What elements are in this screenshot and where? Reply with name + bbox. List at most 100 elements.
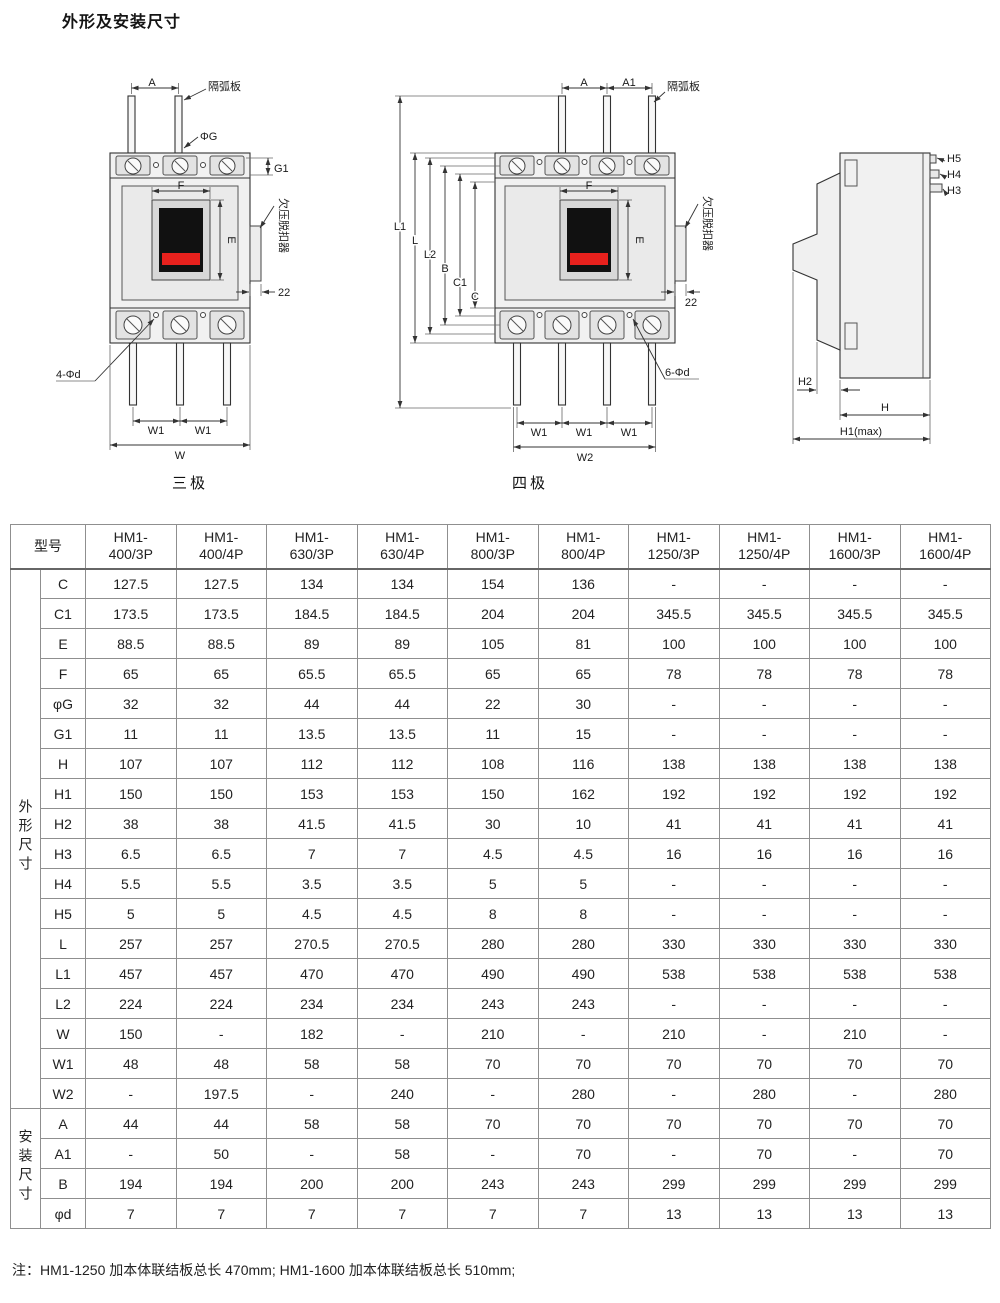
- dimension-value-cell: 134: [266, 568, 358, 599]
- dimension-value-cell: 457: [175, 958, 267, 989]
- dimension-value-cell: 153: [356, 778, 448, 809]
- dimension-value-cell: 194: [85, 1168, 177, 1199]
- dimension-value-cell: 15: [537, 718, 629, 749]
- dim-label-a1: A1: [622, 78, 635, 89]
- dim-label-a: A: [580, 78, 588, 89]
- mounting-holes-label: 4-Φd: [56, 369, 81, 381]
- dimension-value-cell: -: [356, 1018, 448, 1049]
- dimension-value-cell: 162: [537, 778, 629, 809]
- dimension-value-cell: 48: [175, 1048, 267, 1079]
- dimension-value-cell: 538: [899, 958, 991, 989]
- dimension-value-cell: 538: [809, 958, 901, 989]
- dimension-value-cell: -: [447, 1078, 539, 1109]
- dimension-value-cell: 192: [899, 778, 991, 809]
- dimension-value-cell: 270.5: [266, 928, 358, 959]
- dim-label-h5: H5: [947, 153, 961, 165]
- table-row: W2-197.5-240-280-280-280: [11, 1078, 991, 1109]
- dimension-value-cell: 78: [718, 658, 810, 689]
- dim-label-w1: W1: [576, 427, 593, 439]
- row-group-label: 安装尺寸: [10, 1108, 41, 1229]
- dimension-name-cell: W: [40, 1018, 86, 1049]
- dimension-value-cell: 70: [809, 1048, 901, 1079]
- dimension-value-cell: 150: [85, 1018, 177, 1049]
- dimension-value-cell: -: [266, 1138, 358, 1169]
- dimension-value-cell: 150: [175, 778, 267, 809]
- arc-plate-label: 隔弧板: [208, 79, 241, 93]
- table-row: A1-50-58-70-70-70: [11, 1138, 991, 1169]
- dim-label-e: E: [633, 236, 645, 243]
- dim-label-l2: L2: [424, 249, 436, 261]
- dimension-value-cell: 10: [537, 808, 629, 839]
- dimension-value-cell: 65: [537, 658, 629, 689]
- model-header-cell: HM1-1250/4P: [718, 524, 810, 570]
- dimension-value-cell: 5: [537, 868, 629, 899]
- dimension-value-cell: 16: [899, 838, 991, 869]
- dim-label-h: H: [881, 402, 889, 414]
- dimension-value-cell: 345.5: [718, 598, 810, 629]
- dimension-value-cell: 65: [175, 658, 267, 689]
- dimension-value-cell: 224: [175, 988, 267, 1019]
- dimension-name-cell: B: [40, 1168, 86, 1199]
- dimension-value-cell: -: [809, 868, 901, 899]
- dimension-value-cell: -: [809, 1078, 901, 1109]
- four-pole-body: [494, 95, 687, 406]
- dimension-value-cell: 7: [175, 1198, 267, 1229]
- dimension-value-cell: 100: [628, 628, 720, 659]
- dimension-value-cell: 41: [809, 808, 901, 839]
- dimension-value-cell: 13.5: [356, 718, 448, 749]
- dimension-name-cell: L1: [40, 958, 86, 989]
- dimension-value-cell: 280: [537, 1078, 629, 1109]
- dimension-value-cell: 70: [809, 1108, 901, 1139]
- dimension-value-cell: 197.5: [175, 1078, 267, 1109]
- dimension-value-cell: 243: [537, 988, 629, 1019]
- three-pole-drawing: A 隔弧板 ΦG G1 F E 欠压脱扣器: [56, 78, 291, 462]
- dimension-value-cell: 88.5: [85, 628, 177, 659]
- dimension-name-cell: H1: [40, 778, 86, 809]
- page-title: 外形及安装尺寸: [62, 14, 182, 31]
- dimension-name-cell: W2: [40, 1078, 86, 1109]
- dimension-value-cell: 127.5: [175, 568, 267, 599]
- dimension-value-cell: -: [809, 718, 901, 749]
- dimension-value-cell: 8: [447, 898, 539, 929]
- dimension-value-cell: 107: [85, 748, 177, 779]
- dimension-value-cell: 58: [266, 1108, 358, 1139]
- dimension-value-cell: 70: [899, 1138, 991, 1169]
- dimension-value-cell: 58: [356, 1138, 448, 1169]
- dimension-value-cell: 330: [809, 928, 901, 959]
- dimension-value-cell: 5.5: [85, 868, 177, 899]
- dimension-value-cell: 13: [809, 1198, 901, 1229]
- dimension-value-cell: 210: [809, 1018, 901, 1049]
- dimension-value-cell: 58: [356, 1048, 448, 1079]
- dim-label-h3: H3: [947, 185, 961, 197]
- dimension-value-cell: 65: [447, 658, 539, 689]
- dimension-name-cell: W1: [40, 1048, 86, 1079]
- four-pole-drawing: A A1 隔弧板 L1 L L2 B C1: [392, 78, 715, 464]
- dim-label-22: 22: [685, 297, 697, 309]
- dimension-value-cell: 48: [85, 1048, 177, 1079]
- dimension-value-cell: 538: [718, 958, 810, 989]
- dimension-value-cell: 13: [628, 1198, 720, 1229]
- dimension-value-cell: 280: [537, 928, 629, 959]
- dimension-value-cell: 280: [899, 1078, 991, 1109]
- dimension-value-cell: -: [899, 688, 991, 719]
- dimension-value-cell: 138: [809, 748, 901, 779]
- dimension-value-cell: 299: [718, 1168, 810, 1199]
- dimension-value-cell: 345.5: [899, 598, 991, 629]
- dimension-value-cell: 44: [175, 1108, 267, 1139]
- dimension-value-cell: 44: [85, 1108, 177, 1139]
- dim-label-a: A: [148, 78, 156, 89]
- dimension-value-cell: 153: [266, 778, 358, 809]
- side-view-dimensions: H5 H4 H3 H2 H H1(max): [792, 153, 961, 444]
- dimension-value-cell: 100: [809, 628, 901, 659]
- dimension-value-cell: 8: [537, 898, 629, 929]
